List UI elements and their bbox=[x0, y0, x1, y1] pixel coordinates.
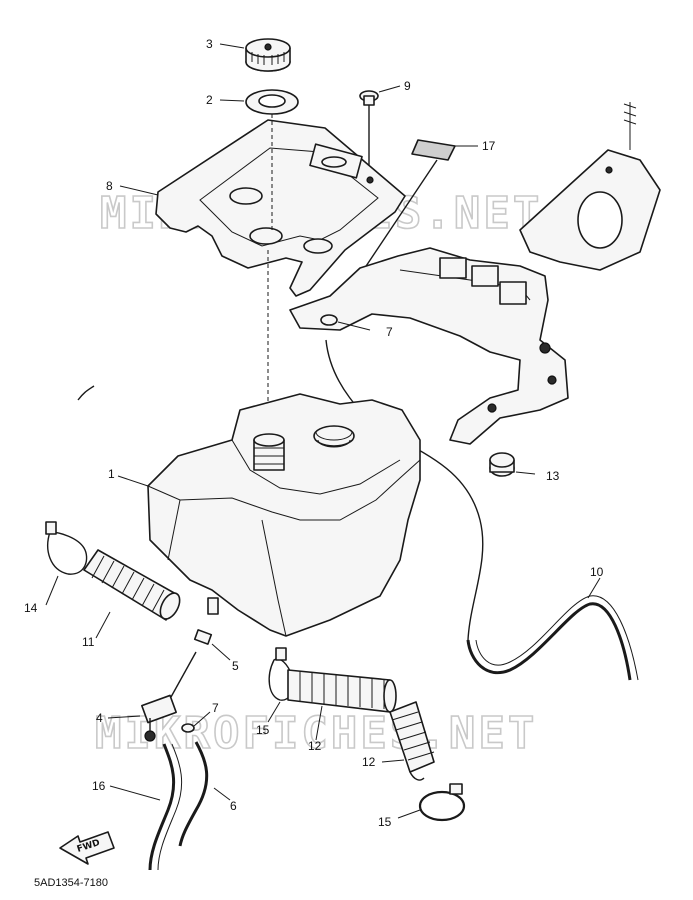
callout-2: 2 bbox=[206, 93, 213, 107]
figure-code: 5AD1354-7180 bbox=[34, 877, 108, 889]
callout-15-lower: 15 bbox=[378, 815, 392, 829]
part-hose-clamp-left bbox=[45, 521, 88, 575]
callout-15-upper: 15 bbox=[256, 723, 270, 737]
callout-12-lower: 12 bbox=[362, 755, 376, 769]
callout-14: 14 bbox=[24, 601, 38, 615]
callout-10: 10 bbox=[590, 565, 604, 579]
callout-6: 6 bbox=[230, 799, 237, 813]
callout-11: 11 bbox=[82, 635, 95, 649]
part-fuel-cap bbox=[245, 38, 291, 72]
part-overflow-hose bbox=[178, 741, 209, 847]
part-rear-bracket bbox=[519, 102, 661, 271]
callout-7-lower: 7 bbox=[212, 701, 219, 715]
callout-12-upper: 12 bbox=[308, 739, 322, 753]
callout-9: 9 bbox=[404, 79, 411, 93]
part-bellows-hose-left bbox=[83, 549, 181, 621]
breather-hose-upper bbox=[325, 339, 484, 641]
callout-4: 4 bbox=[96, 711, 103, 725]
part-tank-cover bbox=[155, 119, 406, 297]
part-label-tag bbox=[411, 139, 456, 161]
part-fuel-hose bbox=[148, 743, 176, 871]
forward-arrow: FWD bbox=[59, 831, 115, 865]
callout-13: 13 bbox=[546, 469, 560, 483]
callout-3: 3 bbox=[206, 37, 213, 51]
part-nut bbox=[193, 629, 213, 645]
part-bellows-hose-middle bbox=[287, 669, 397, 713]
part-tank-bracket bbox=[289, 247, 569, 445]
part-bellows-hose-right bbox=[389, 701, 435, 781]
part-grommet-upper bbox=[320, 314, 338, 326]
callout-5: 5 bbox=[232, 659, 239, 673]
stray-mark bbox=[77, 385, 95, 401]
part-hose-clamp-right bbox=[418, 783, 466, 822]
part-collar bbox=[489, 452, 515, 477]
part-grommet-lower bbox=[181, 723, 195, 733]
callout-16: 16 bbox=[92, 779, 106, 793]
callout-7-upper: 7 bbox=[386, 325, 393, 339]
callout-1: 1 bbox=[108, 467, 115, 481]
part-vent-hose bbox=[466, 602, 632, 681]
callout-17: 17 bbox=[482, 139, 496, 153]
callout-8: 8 bbox=[106, 179, 113, 193]
part-fuel-tank bbox=[147, 393, 421, 637]
part-fuel-cock bbox=[141, 651, 197, 742]
part-cap-gasket bbox=[245, 89, 299, 115]
